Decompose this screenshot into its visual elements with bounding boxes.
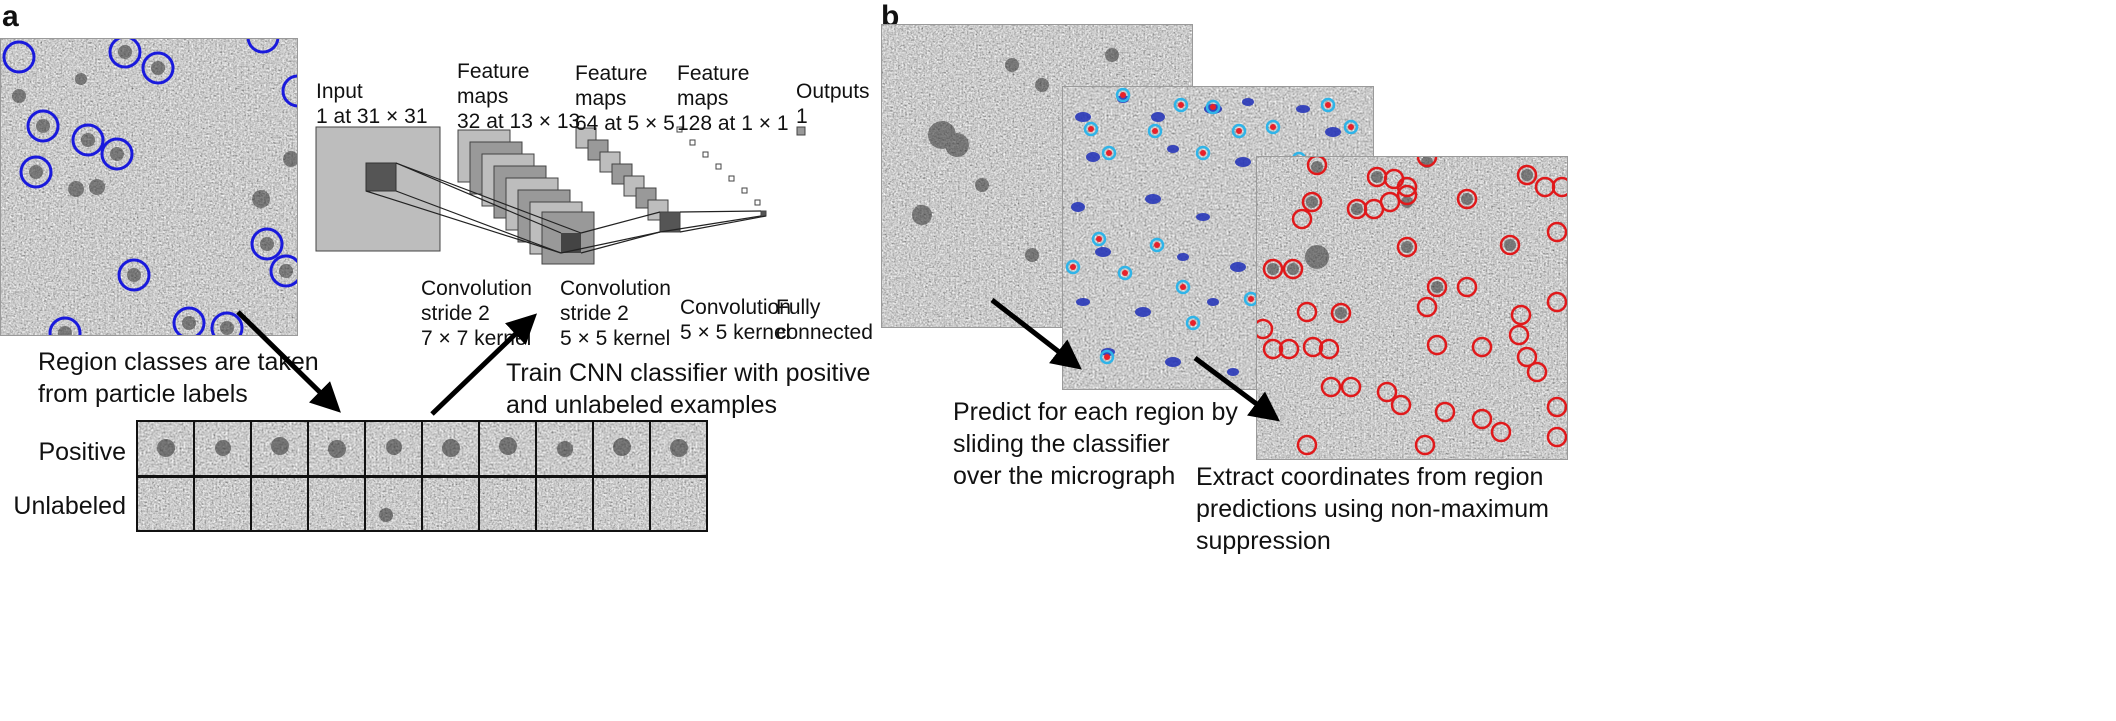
- row-label-positive: Positive: [38, 438, 126, 466]
- fmap2-front: [659, 211, 681, 233]
- fmap2-label: Feature maps 64 at 5 × 5: [575, 62, 675, 135]
- panel-a-letter: a: [2, 0, 19, 33]
- labeled-micrograph: [0, 38, 298, 336]
- region-classes-text: Region classes are taken from particle l…: [38, 348, 319, 408]
- predict-text: Predict for each region by sliding the c…: [953, 398, 1238, 490]
- cnn-architecture: [315, 126, 806, 265]
- outputs-label: Outputs 1: [796, 80, 870, 128]
- conv1-label: Convolution stride 2 7 × 7 kernel: [421, 277, 532, 350]
- input-kernel: [365, 162, 397, 192]
- patch-grid: [136, 420, 708, 532]
- row-label-unlabeled: Unlabeled: [13, 492, 126, 520]
- conv3-label: Convolution 5 × 5 kernel: [680, 296, 791, 344]
- conv2-label: Convolution stride 2 5 × 5 kernel: [560, 277, 671, 350]
- fc-label: Fully connected: [776, 296, 873, 344]
- detections-micrograph: [1256, 156, 1568, 460]
- input-label: Input 1 at 31 × 31: [316, 80, 428, 128]
- fmap1-label: Feature maps 32 at 13 × 13: [457, 60, 581, 133]
- fmap3-label: Feature maps 128 at 1 × 1: [677, 62, 789, 135]
- train-cnn-text: Train CNN classifier with positive and u…: [506, 359, 871, 419]
- extract-text: Extract coordinates from region predicti…: [1196, 463, 1549, 555]
